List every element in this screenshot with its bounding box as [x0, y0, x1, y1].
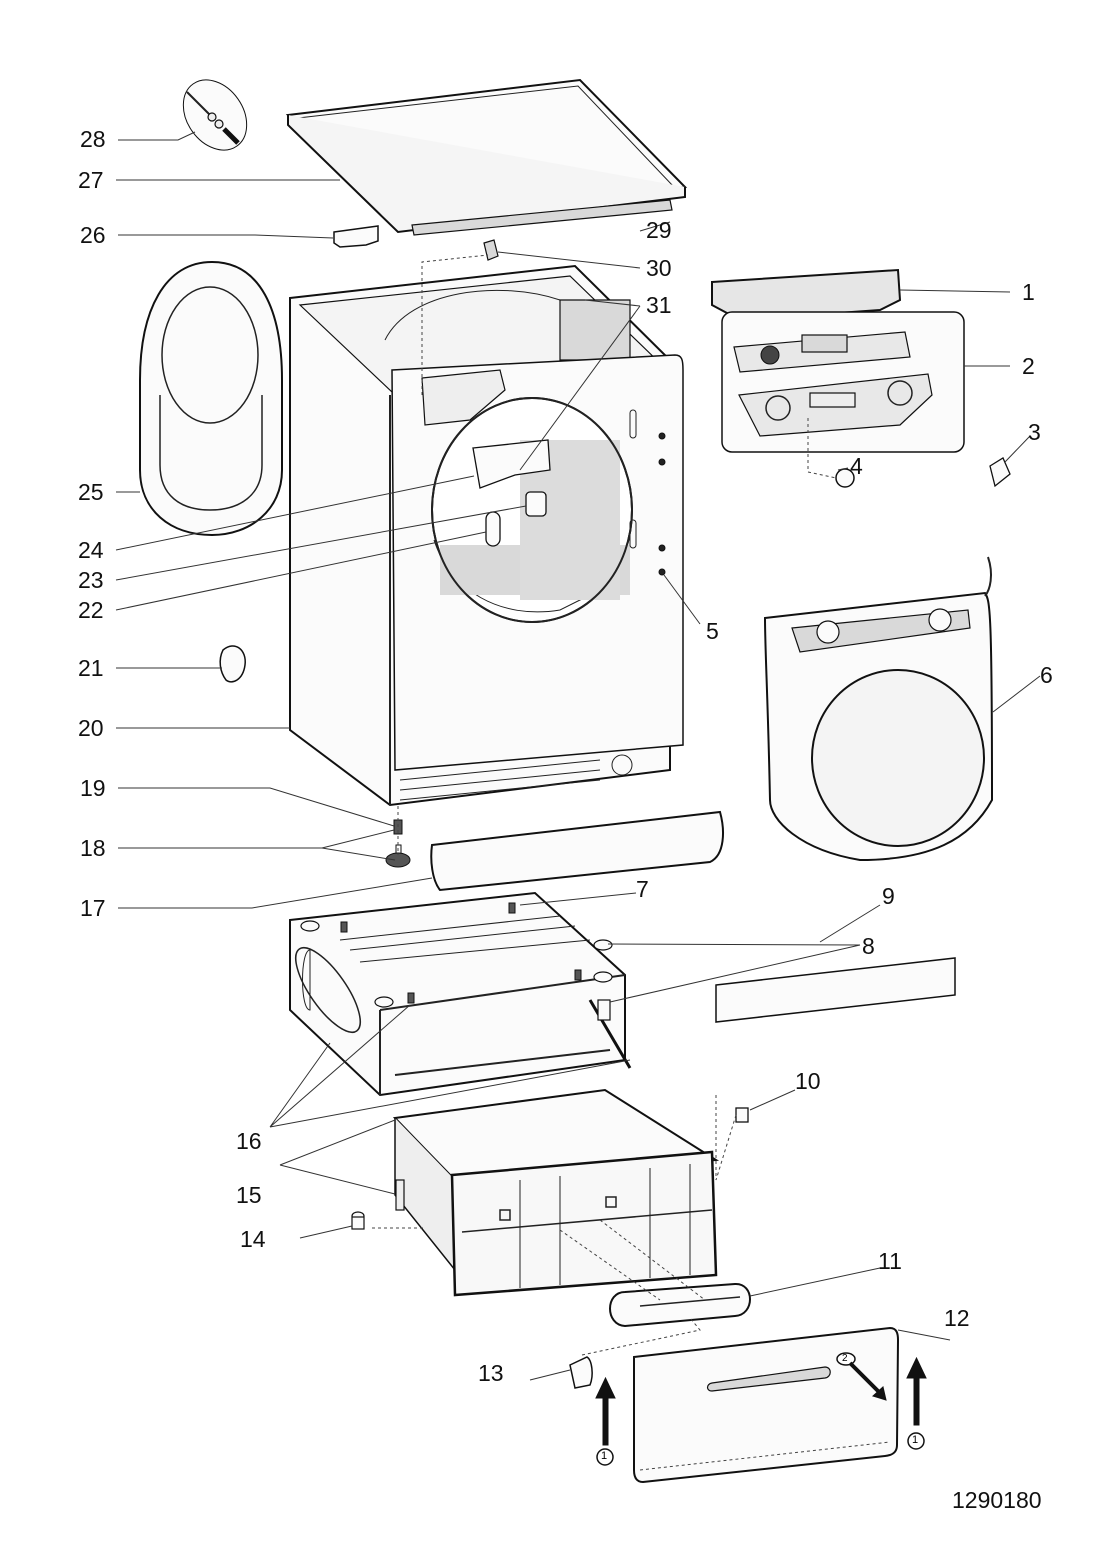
- drawing-number: 1290180: [952, 1487, 1042, 1513]
- part-6-front-panel: [763, 556, 994, 862]
- part-23-cover-cap: [525, 491, 547, 517]
- callout-8: 8: [862, 933, 875, 959]
- callout-31: 31: [646, 292, 672, 318]
- callout-25: 25: [78, 479, 104, 505]
- part-20-cabinet: [289, 264, 684, 807]
- part-13-drawer-stop: [569, 1356, 593, 1389]
- step-marker-2: 2: [842, 1353, 848, 1364]
- step-marker-1-right: 1: [912, 1434, 919, 1446]
- part-2-control-board-assembly: [721, 311, 965, 453]
- callout-18: 18: [80, 835, 106, 861]
- callout-5: 5: [706, 618, 719, 644]
- callout-12: 12: [944, 1305, 970, 1331]
- step-marker-1-left: 1: [601, 1450, 608, 1462]
- part-7-foot-stud: [508, 902, 516, 914]
- callout-24: 24: [78, 537, 104, 563]
- callout-6: 6: [1040, 662, 1053, 688]
- part-26-bracket: [333, 225, 379, 248]
- part-10-clip: [735, 1107, 749, 1123]
- part-17-kickplate: [430, 810, 724, 892]
- callout-28: 28: [80, 126, 106, 152]
- dashed-guides: [372, 254, 837, 1356]
- part-1-control-panel-cover: [711, 268, 902, 322]
- callout-3: 3: [1028, 419, 1041, 445]
- part-22-door-latch: [485, 511, 501, 547]
- callout-20: 20: [78, 715, 104, 741]
- part-12-drawer-front: [633, 1326, 900, 1484]
- part-5-screws: [658, 432, 666, 576]
- callout-4: 4: [850, 453, 863, 479]
- part-24-label-plate: [472, 439, 551, 489]
- callout-7: 7: [636, 876, 649, 902]
- callout-13: 13: [478, 1360, 504, 1386]
- part-3-connector: [989, 457, 1011, 488]
- callout-22: 22: [78, 597, 104, 623]
- part-15-drawer: [392, 1088, 720, 1297]
- callout-2: 2: [1022, 353, 1035, 379]
- callout-30: 30: [646, 255, 672, 281]
- part-16-pedestal-frame: [289, 891, 632, 1097]
- callout-14: 14: [240, 1226, 266, 1252]
- callout-26: 26: [80, 222, 106, 248]
- part-11-drawer-handle: [609, 1282, 751, 1328]
- callout-19: 19: [80, 775, 106, 801]
- callout-11: 11: [878, 1248, 902, 1274]
- callout-29: 29: [646, 217, 672, 243]
- part-14-pin: [351, 1211, 365, 1230]
- part-9-plinth-panel: [715, 957, 956, 1023]
- callout-23: 23: [78, 567, 104, 593]
- part-21-door-catch: [219, 645, 246, 683]
- part-27-worktop: [285, 78, 688, 234]
- callout-10: 10: [795, 1068, 821, 1094]
- part-30-clip: [483, 239, 499, 261]
- leader-lines: [115, 131, 1041, 1381]
- callout-16: 16: [236, 1128, 262, 1154]
- part-28-fixing-kit: [182, 79, 248, 151]
- part-29-worktop-strip: [411, 199, 673, 236]
- callout-21: 21: [78, 655, 104, 681]
- assembly-arrows: [595, 1352, 927, 1466]
- part-8-foot-pad: [593, 939, 613, 951]
- callout-9: 9: [882, 883, 895, 909]
- callout-1: 1: [1022, 279, 1035, 305]
- callout-17: 17: [80, 895, 106, 921]
- callout-27: 27: [78, 167, 104, 193]
- callout-15: 15: [236, 1182, 262, 1208]
- part-25-door-seal-panel: [139, 260, 283, 537]
